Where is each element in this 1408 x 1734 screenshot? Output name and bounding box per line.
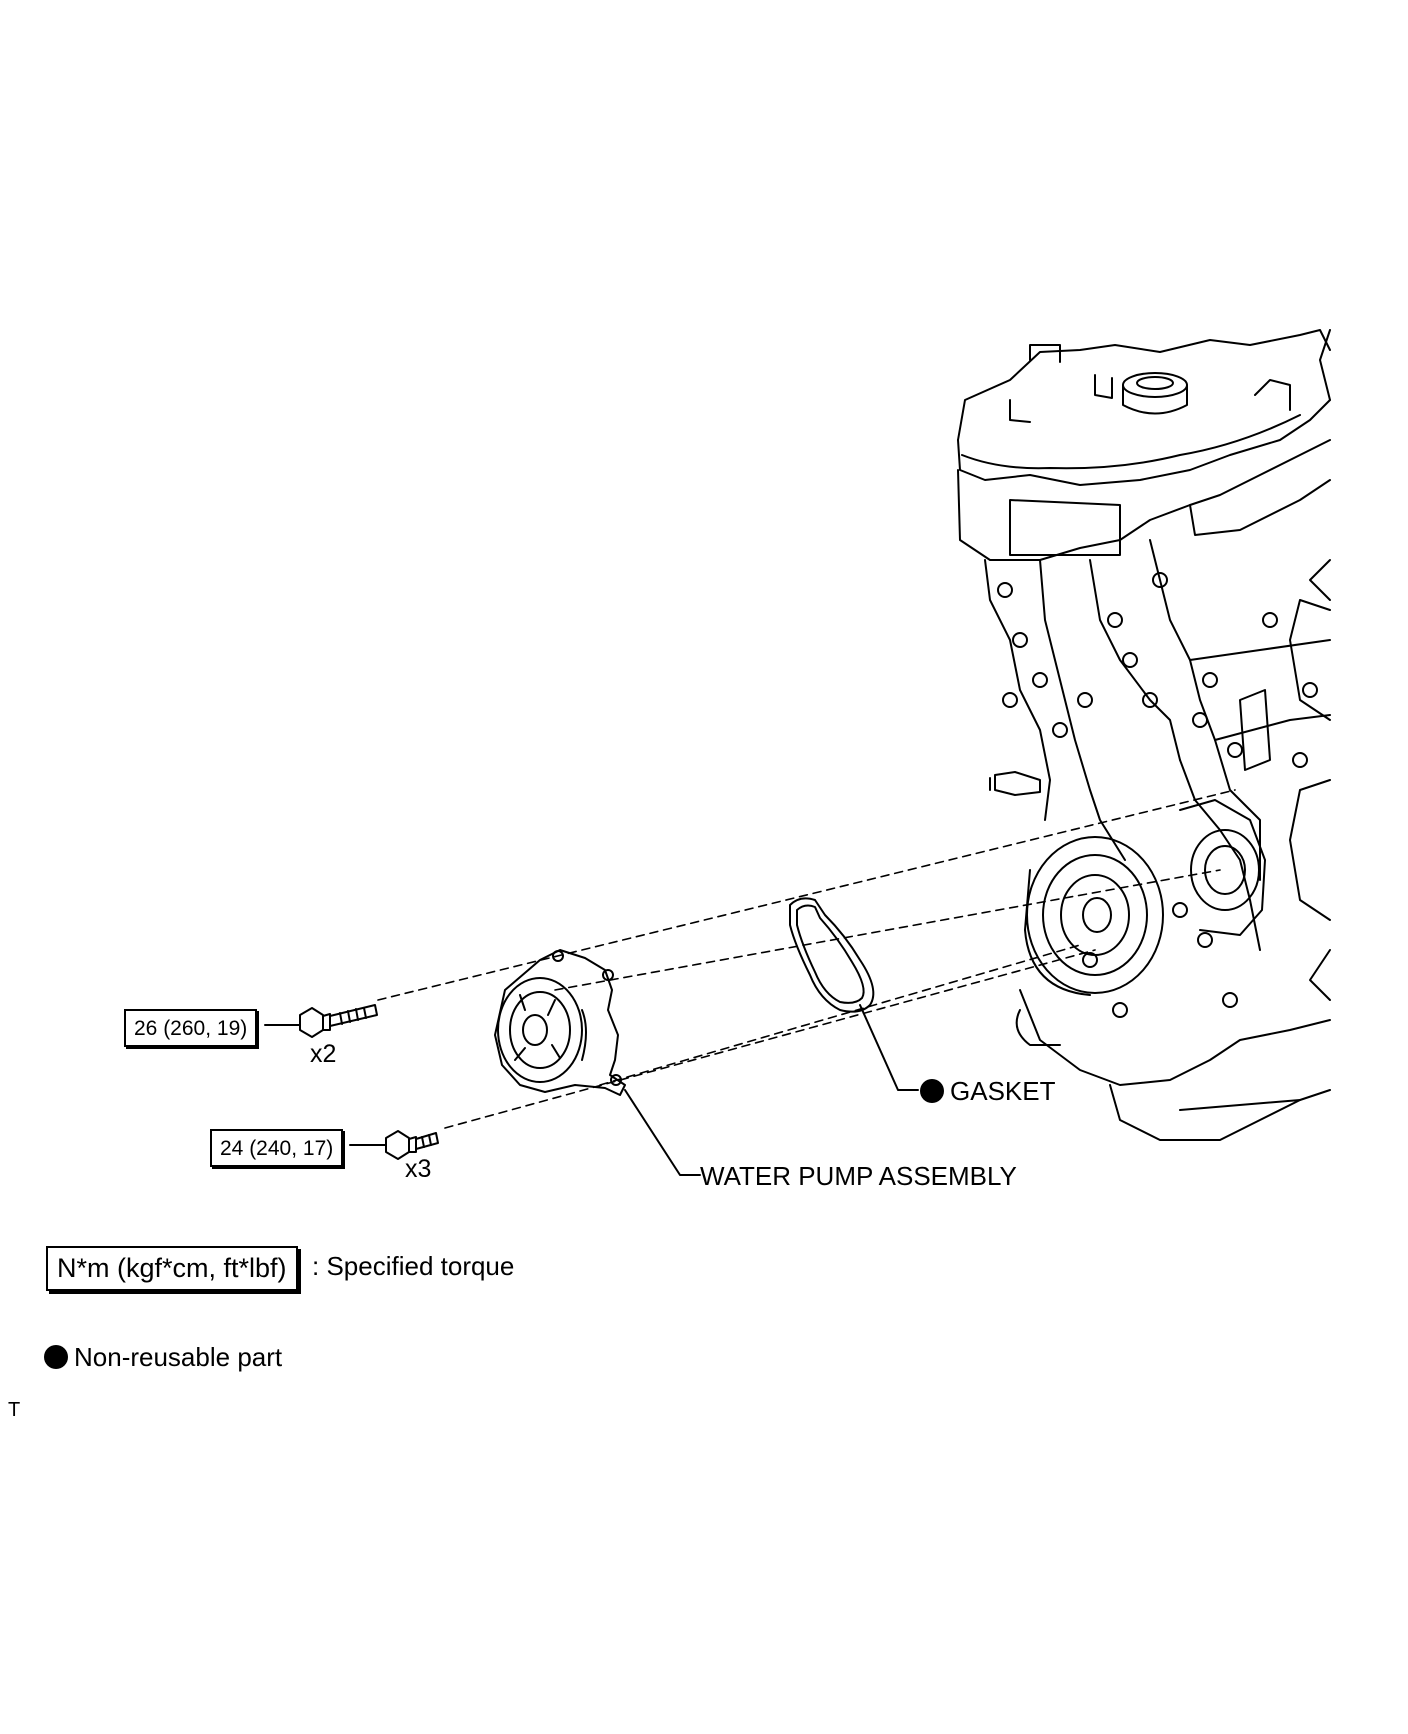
bolt-long-drawing (299, 1004, 378, 1038)
footer-mark: T (8, 1399, 21, 1421)
engine-block-drawing (957, 329, 1331, 1141)
alignment-lines (377, 789, 1236, 1129)
water-pump-label: WATER PUMP ASSEMBLY (700, 1161, 1017, 1191)
leader-lines (264, 1004, 919, 1176)
torque-value-short-bolt: 24 (240, 17) (220, 1137, 334, 1160)
legend-torque-unit: N*m (kgf*cm, ft*lbf) (57, 1253, 287, 1283)
quantity-long-bolt: x2 (310, 1040, 337, 1068)
water-pump-drawing (494, 949, 626, 1096)
non-reusable-dot-icon (920, 1079, 944, 1103)
bolt-short-drawing (385, 1130, 439, 1160)
torque-box-short-bolt: 24 (240, 17) (210, 1129, 344, 1167)
legend-torque-unit-box: N*m (kgf*cm, ft*lbf) (46, 1246, 298, 1291)
gasket-drawing (789, 897, 875, 1013)
legend-non-reusable-text: Non-reusable part (74, 1342, 283, 1372)
gasket-label-text: GASKET (950, 1076, 1056, 1106)
legend-non-reusable: Non-reusable part (44, 1344, 282, 1370)
torque-value-long-bolt: 26 (260, 19) (134, 1017, 248, 1040)
legend-torque-desc: : Specified torque (312, 1251, 515, 1281)
quantity-short-bolt: x3 (405, 1155, 432, 1183)
non-reusable-legend-dot-icon (44, 1345, 68, 1369)
gasket-label: GASKET (920, 1078, 1055, 1104)
torque-box-long-bolt: 26 (260, 19) (124, 1009, 258, 1047)
